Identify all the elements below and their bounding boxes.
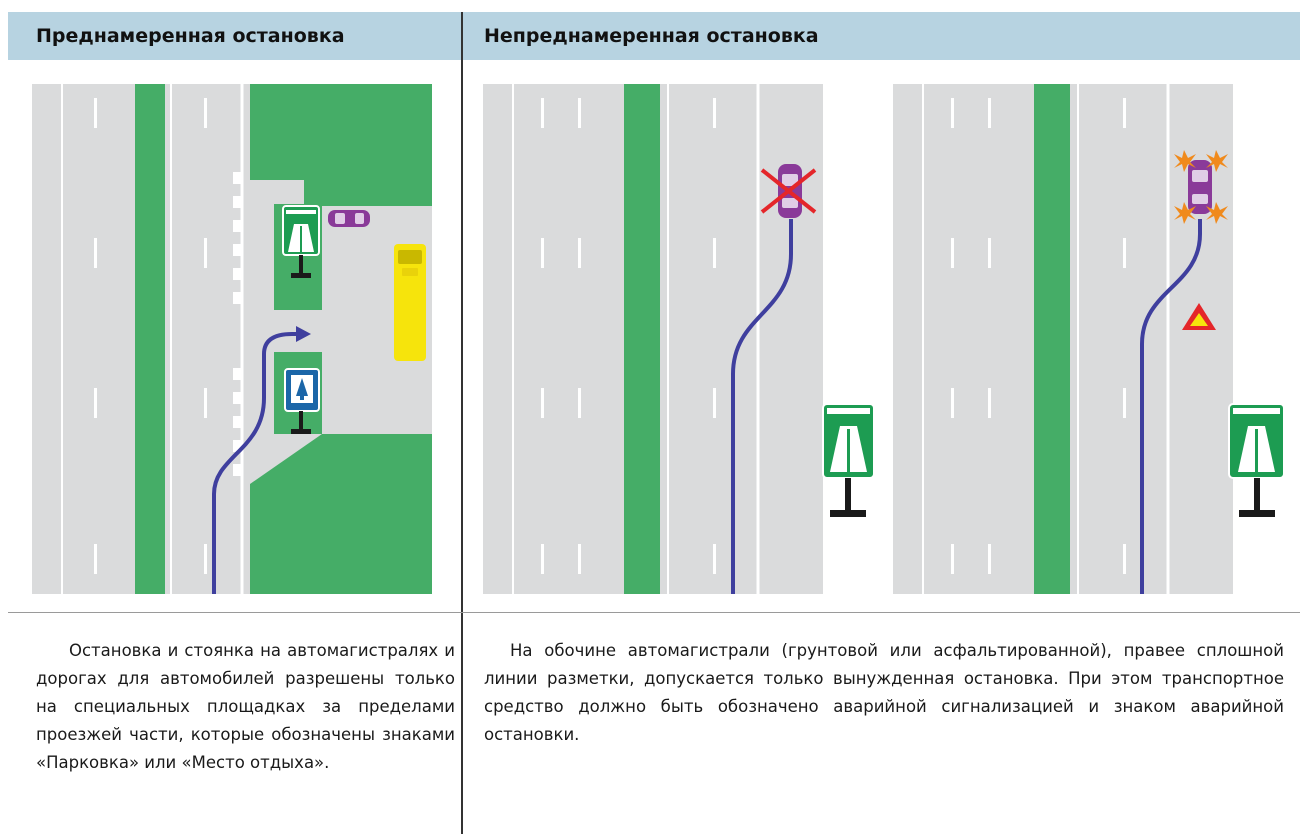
hazard-lights: [1174, 150, 1228, 224]
header-bar: [8, 12, 1300, 60]
warning-triangle: [1182, 303, 1216, 330]
parked-bus: [394, 244, 426, 361]
motorway-sign: [1228, 403, 1285, 517]
median-strip: [135, 84, 165, 594]
median-strip: [624, 84, 660, 594]
diagram-emergency-stop: [893, 84, 1288, 594]
column-divider: [461, 12, 463, 834]
diagram-parking-exit: [32, 84, 432, 594]
parked-car: [328, 210, 370, 227]
title-unintentional-stop: Непреднамеренная остановка: [484, 25, 819, 47]
path-to-stop: [731, 219, 793, 594]
exit-dashes: [233, 172, 242, 476]
exit-arrowhead: [296, 326, 311, 342]
body-text-unintentional: На обочине автомагистрали (грунтовой или…: [484, 641, 1284, 744]
hazard-car: [1174, 150, 1228, 224]
median-strip: [1034, 84, 1070, 594]
body-text-intentional: Остановка и стоянка на автомагистралях и…: [36, 641, 455, 772]
motorway-sign: [822, 403, 875, 517]
green-area-top: [250, 84, 432, 206]
rest-area-sign: [284, 368, 320, 434]
path-to-shoulder: [1140, 219, 1202, 594]
lane-dashes: [951, 98, 1126, 574]
lane-dashes: [94, 98, 207, 574]
diagram-forbidden-stop: [483, 84, 878, 594]
title-intentional-stop: Преднамеренная остановка: [36, 25, 345, 47]
exit-path-line: [212, 332, 298, 594]
green-area-bottom: [250, 434, 432, 594]
motorway-sign-small: [282, 205, 320, 278]
diagram-text-separator: [8, 612, 1300, 613]
lane-dashes: [541, 98, 716, 574]
